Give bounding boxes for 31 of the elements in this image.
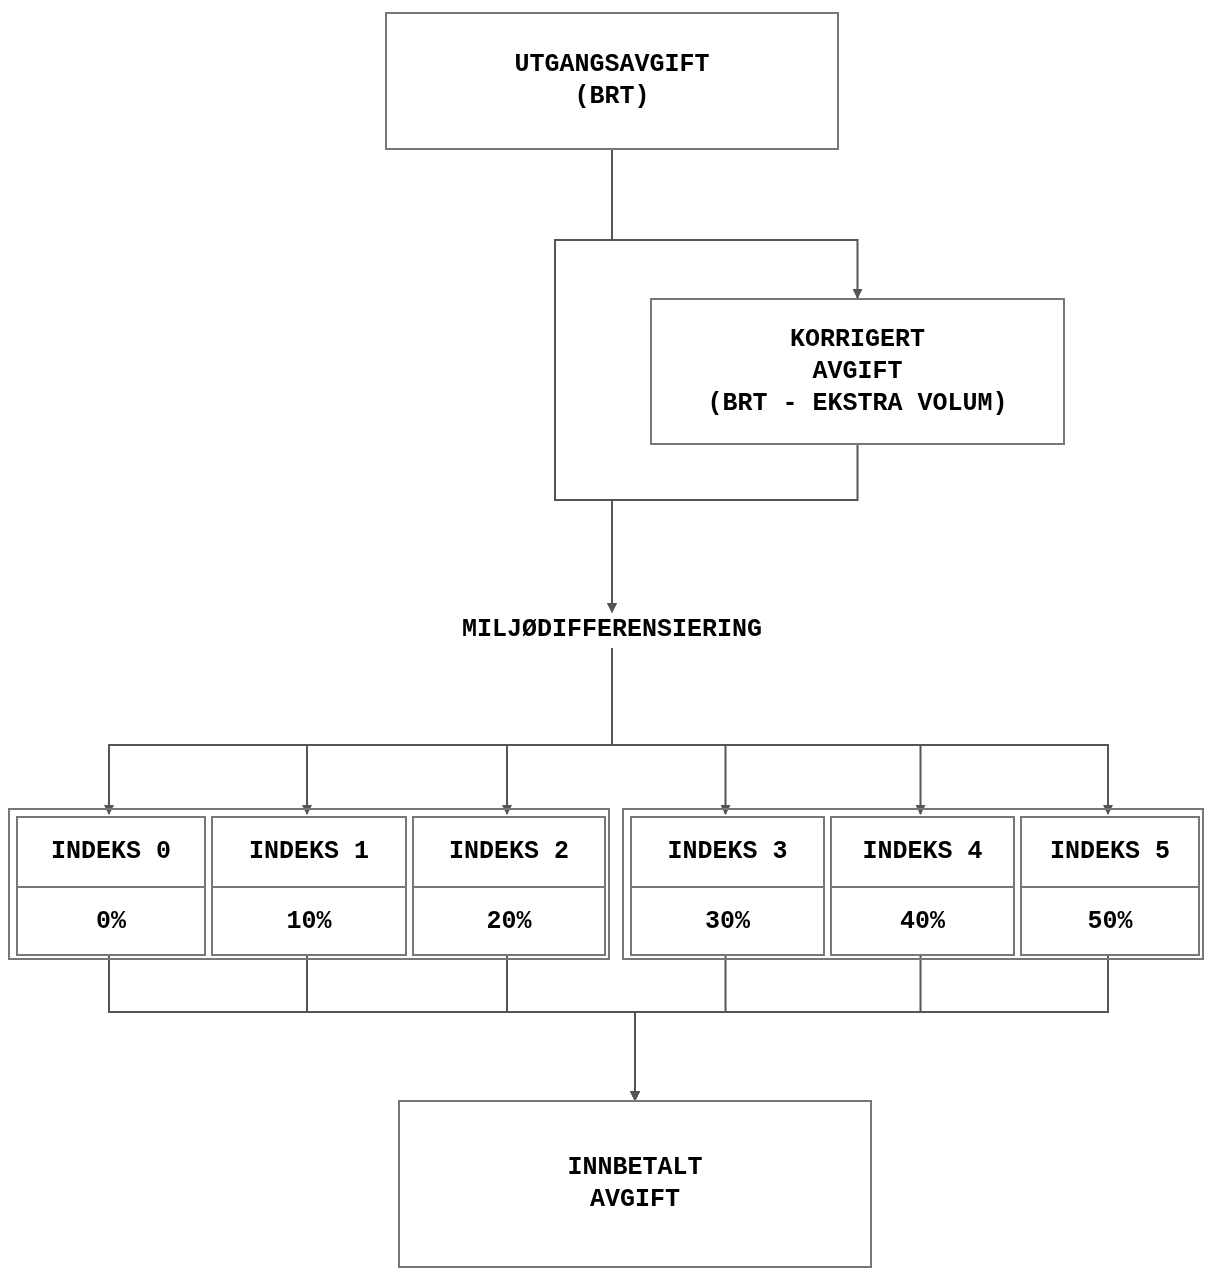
index-label: INDEKS 5 — [1022, 818, 1198, 888]
percent-label: 40% — [899, 906, 946, 938]
index-label: INDEKS 1 — [213, 818, 405, 888]
box-text: (BRT) — [574, 81, 650, 113]
percent-label: 20% — [485, 906, 533, 938]
index-cell — [830, 816, 1015, 956]
group-frame — [8, 808, 610, 960]
percent-label: 50% — [1086, 906, 1134, 938]
index-label: INDEKS 3 — [632, 818, 823, 888]
index-cell — [211, 816, 407, 956]
process-box — [385, 12, 839, 150]
index-cell — [16, 816, 206, 956]
percent-label: 30% — [704, 906, 751, 938]
connector-arrow — [611, 647, 1113, 815]
box-text: (BRT - EKSTRA VOLUM) — [707, 387, 1008, 420]
index-cell — [412, 816, 606, 956]
group-frame — [622, 808, 1204, 960]
process-box — [398, 1100, 872, 1268]
box-text: UTGANGSAVGIFT — [514, 49, 710, 81]
index-label: INDEKS 4 — [832, 818, 1013, 888]
percent-label: 10% — [285, 906, 333, 938]
index-cell — [630, 816, 825, 956]
index-label: INDEKS 2 — [414, 818, 604, 888]
box-text: INNBETALT AVGIFT — [566, 1152, 704, 1216]
index-label: INDEKS 0 — [18, 818, 204, 888]
box-text: MILJØDIFFERENSIERING — [461, 614, 763, 646]
index-cell — [1020, 816, 1200, 956]
connector-arrow — [607, 444, 859, 613]
process-box — [650, 298, 1065, 445]
box-text: KORRIGERT AVGIFT — [788, 323, 926, 388]
percent-label: 0% — [95, 906, 127, 938]
